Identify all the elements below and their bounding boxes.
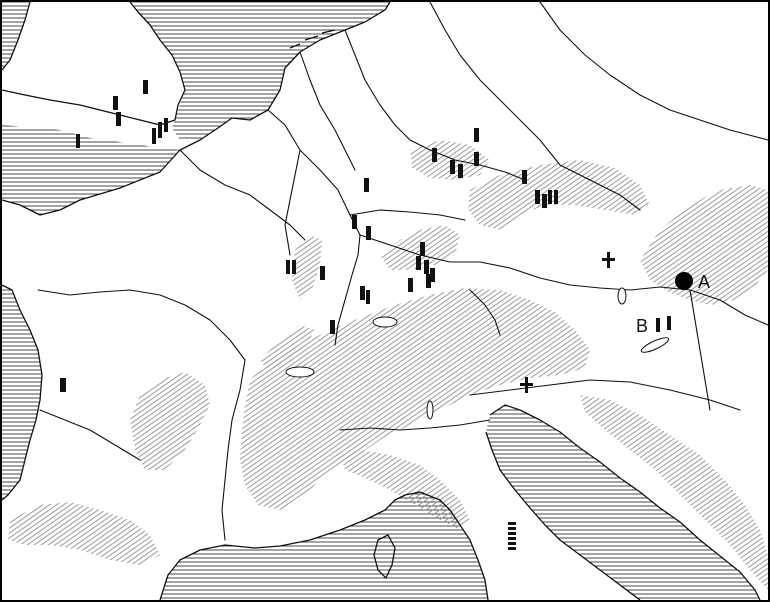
lake-constance — [372, 316, 398, 328]
irish-sea — [2, 2, 30, 70]
carpathians — [640, 185, 768, 305]
site-marker — [548, 190, 552, 204]
jura — [260, 325, 315, 372]
river-drava — [469, 379, 741, 411]
river-garonne — [39, 409, 141, 461]
site-a-label: A — [698, 272, 710, 292]
site-marker — [113, 96, 118, 110]
site-marker — [143, 80, 148, 94]
lake-geneva — [285, 366, 315, 378]
site-markers — [60, 80, 671, 550]
site-marker — [656, 318, 660, 332]
site-marker — [535, 190, 540, 204]
site-marker — [158, 122, 162, 138]
river-weser — [299, 51, 356, 171]
lake-garda — [426, 400, 434, 420]
site-marker — [292, 260, 296, 274]
site-marker — [458, 164, 463, 178]
stacked-marker — [508, 522, 516, 550]
alps — [240, 288, 590, 510]
site-marker — [60, 378, 66, 392]
site-marker — [364, 178, 369, 192]
north-sea — [130, 2, 390, 140]
river-oder — [429, 1, 641, 211]
site-marker — [542, 194, 547, 208]
site-marker — [360, 286, 365, 300]
site-a-dot — [675, 272, 693, 290]
river-danube — [359, 234, 769, 326]
site-marker — [320, 266, 325, 280]
cross-marker — [602, 252, 615, 268]
river-rhone — [221, 359, 246, 541]
river-vistula — [539, 1, 769, 141]
massif-central — [130, 372, 210, 470]
river-loire — [37, 289, 246, 361]
site-marker — [420, 242, 425, 256]
river-mainz-tributary — [469, 289, 501, 336]
adriatic-coast — [485, 404, 761, 601]
sea-areas — [2, 2, 760, 600]
site-marker — [116, 112, 121, 126]
site-marker — [474, 128, 479, 142]
site-marker — [474, 152, 479, 166]
mediterranean-coast — [159, 491, 489, 601]
site-marker — [330, 320, 335, 334]
lake-neusiedl — [617, 287, 627, 305]
site-marker — [424, 260, 429, 274]
river-tisza — [689, 289, 711, 411]
site-marker — [667, 316, 671, 330]
site-marker — [286, 260, 290, 274]
adriatic-sea — [486, 405, 760, 600]
frisian-islands — [289, 29, 336, 49]
continent-north-coast — [1, 1, 391, 216]
site-marker — [408, 278, 413, 292]
site-marker — [522, 170, 527, 184]
site-marker — [450, 160, 455, 174]
rivers — [37, 1, 769, 541]
dinarides — [580, 395, 768, 590]
river-po — [339, 419, 491, 431]
site-marker — [554, 190, 558, 204]
britain-coast — [1, 1, 186, 126]
pyrenees — [8, 502, 160, 565]
site-a: A — [675, 272, 710, 292]
site-marker — [152, 128, 156, 144]
site-marker — [366, 290, 370, 304]
site-b-label: B — [636, 316, 648, 336]
site-marker — [76, 134, 80, 148]
atlantic-coast — [1, 284, 43, 501]
site-marker — [430, 268, 435, 282]
corsica — [373, 534, 396, 579]
river-elbe — [344, 29, 526, 181]
atlantic-ocean — [2, 285, 42, 500]
vosges — [292, 235, 322, 300]
site-marker — [366, 226, 371, 240]
bohemian-massif — [468, 160, 650, 230]
mediterranean-sea — [160, 492, 488, 600]
cross-marker — [520, 377, 533, 393]
lake-balaton — [640, 337, 670, 353]
site-marker — [164, 118, 168, 132]
site-marker — [432, 148, 437, 162]
site-marker — [416, 256, 421, 270]
site-marker — [426, 274, 431, 288]
site-marker — [352, 215, 357, 229]
river-main — [349, 209, 466, 221]
river-seine — [179, 149, 306, 241]
lakes — [285, 287, 670, 420]
site-b: B — [636, 316, 648, 336]
apennines — [340, 450, 470, 530]
river-moselle — [284, 149, 301, 256]
english-channel — [2, 125, 180, 215]
